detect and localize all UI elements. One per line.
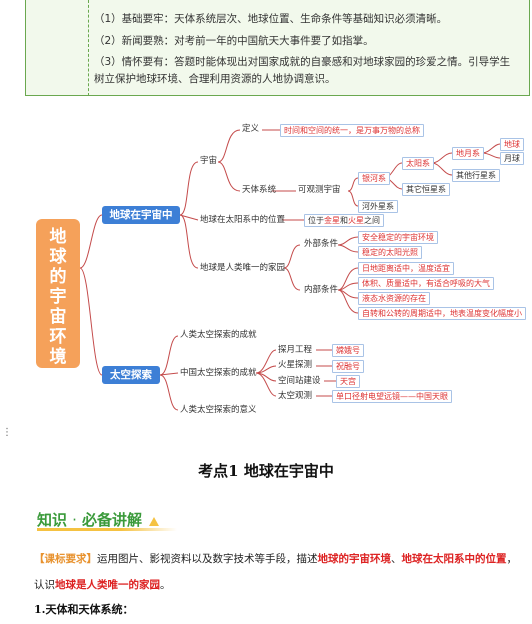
node-china-achievements: 中国太空探索的成就 (180, 368, 257, 378)
triangle-icon (149, 516, 160, 526)
root-char: 球 (49, 247, 67, 267)
node-only-home: 地球是人类唯一的家园 (200, 263, 286, 273)
root-char: 的 (49, 267, 67, 287)
node-station: 空间站建设 (278, 376, 321, 386)
leaf-internal-4: 自转和公转的周期适中，地表温度变化幅度小 (358, 307, 526, 320)
node-internal: 内部条件 (304, 285, 339, 295)
leaf-milky-way: 银河系 (358, 172, 390, 185)
branch-space-exploration: 太空探索 (102, 366, 160, 384)
leaf-extragalactic: 河外星系 (358, 200, 398, 213)
leaf-internal-2: 体积、质量适中，有适合呼吸的大气 (358, 277, 494, 290)
leaf-observation: 单口径射电望远镜——中国天眼 (332, 390, 452, 403)
curriculum-requirement: 【课标要求】运用图片、影视资料以及数字技术等手段，描述地球的宇宙环境、地球在太阳… (34, 553, 517, 565)
root-char: 地 (49, 227, 67, 247)
requirement-line: 树立保护地球环境、合理利用资源的人地协调意识。 (94, 73, 336, 85)
leaf-internal-1: 日地距离适中，温度适宜 (358, 262, 454, 275)
leaf-station: 天宫 (336, 375, 360, 388)
banner-word: 知识 (37, 511, 68, 529)
leaf-lunar: 嫦娥号 (332, 344, 364, 357)
node-mars: 火星探测 (278, 360, 313, 370)
root-char: 环 (49, 327, 67, 347)
curriculum-requirement-cont: 认识地球是人类唯一的家园。 (34, 579, 171, 591)
requirements-table: （1）基础要牢：天体系统层次、地球位置、生命条件等基础知识必须清晰。 （2）新闻… (25, 0, 530, 96)
leaf-other-stellar: 其它恒星系 (402, 183, 450, 196)
branch-earth-in-universe: 地球在宇宙中 (102, 206, 180, 224)
leaf-other-planetary: 其他行星系 (452, 169, 500, 182)
section-title: 考点1 地球在宇宙中 (198, 462, 334, 480)
requirement-line: （3）情怀要有：答题时能体现出对国家成就的自豪感和对地球家园的珍爱之情。引导学生 (94, 56, 511, 68)
node-lunar: 探月工程 (278, 345, 313, 355)
node-celestial-system: 天体系统 (242, 185, 277, 195)
node-observable-universe: 可观测宇宙 (298, 185, 341, 195)
node-definition: 定义 (242, 124, 260, 134)
banner-underline (37, 528, 177, 531)
banner-dot: · (72, 511, 77, 529)
requirement-line: （2）新闻要熟：对考前一年的中国航天大事件要了如指掌。 (94, 35, 374, 47)
banner-word: 必备讲解 (81, 511, 142, 529)
leaf-earth-moon: 地月系 (452, 147, 484, 160)
knowledge-banner: 知识 · 必备讲解 (37, 509, 161, 530)
leaf-moon: 月球 (500, 152, 524, 165)
node-observation: 太空观测 (278, 391, 313, 401)
leaf-external-2: 稳定的太阳光照 (358, 246, 422, 259)
node-human-achievements: 人类太空探索的成就 (180, 330, 257, 340)
node-universe: 宇宙 (200, 156, 218, 166)
sub-heading: 1.天体和天体系统： (34, 603, 134, 616)
requirements-label-cell (26, 0, 89, 96)
leaf-internal-3: 液态水资源的存在 (358, 292, 430, 305)
root-char: 宙 (49, 307, 67, 327)
leaf-mars: 祝融号 (332, 360, 364, 373)
requirement-line: （1）基础要牢：天体系统层次、地球位置、生命条件等基础知识必须清晰。 (94, 13, 448, 25)
leaf-solar-system: 太阳系 (402, 157, 434, 170)
mindmap-root: 地 球 的 宇 宙 环 境 (36, 219, 80, 368)
node-significance: 人类太空探索的意义 (180, 405, 257, 415)
drag-handle-icon[interactable]: ⋮ (2, 427, 12, 438)
leaf-external-1: 安全稳定的宇宙环境 (358, 231, 438, 244)
root-char: 宇 (49, 287, 67, 307)
leaf-position: 位于金星和火星之间 (304, 214, 384, 227)
root-char: 境 (49, 347, 67, 367)
node-external: 外部条件 (304, 239, 339, 249)
leaf-definition: 时间和空间的统一，是万事万物的总称 (280, 124, 424, 137)
leaf-earth: 地球 (500, 138, 524, 151)
node-position: 地球在太阳系中的位置 (200, 215, 286, 225)
